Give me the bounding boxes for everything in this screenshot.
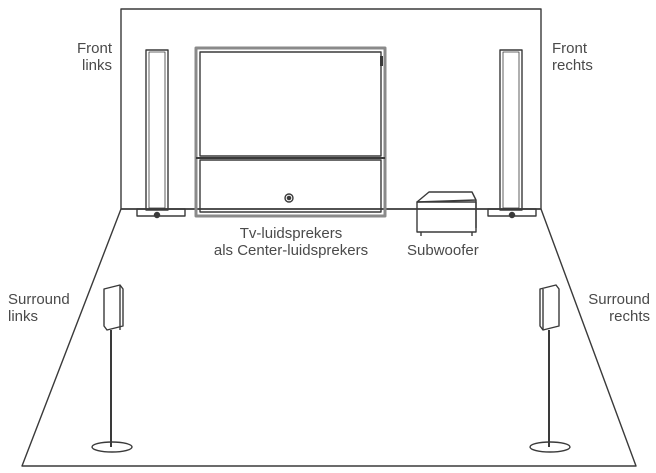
label-surround-left: Surround links (8, 291, 88, 325)
label-tv-line2: als Center-luidsprekers (213, 242, 369, 259)
label-subwoofer: Subwoofer (407, 242, 507, 259)
label-subwoofer-line1: Subwoofer (407, 242, 479, 259)
label-surround-left-line1: Surround (8, 291, 70, 308)
label-front-left-line2: links (81, 57, 112, 74)
label-surround-left-line2: links (8, 308, 39, 325)
label-tv-line1: Tv-luidsprekers (239, 225, 343, 242)
surround-right-speaker (529, 284, 571, 453)
floor (21, 208, 637, 467)
label-front-left-line1: Front (76, 40, 112, 57)
label-surround-right: Surround rechts (566, 291, 650, 325)
label-front-left: Front links (40, 40, 112, 74)
back-wall (120, 8, 542, 210)
front-right-speaker (487, 49, 537, 219)
front-left-speaker (136, 49, 186, 219)
label-surround-right-line1: Surround (588, 291, 650, 308)
label-tv-center: Tv-luidsprekers als Center-luidsprekers (186, 225, 396, 259)
label-front-right-line1: Front (552, 40, 588, 57)
label-surround-right-line2: rechts (609, 308, 650, 325)
label-front-right: Front rechts (552, 40, 632, 74)
tv-set (194, 46, 387, 218)
subwoofer-box (416, 191, 477, 236)
surround-left-speaker (91, 284, 133, 453)
label-front-right-line2: rechts (552, 57, 593, 74)
